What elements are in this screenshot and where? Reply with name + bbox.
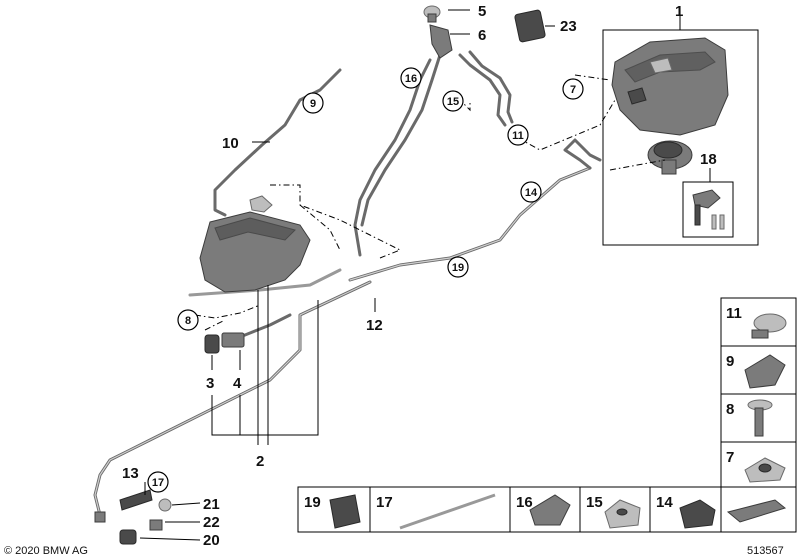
legend-15: 15 [586,494,603,511]
part-1-tank [611,37,729,136]
callout-15: 15 [447,96,459,108]
legend-side: 11 9 8 7 [720,297,797,533]
callout-7: 7 [570,84,576,96]
callout-10: 10 [222,135,239,152]
callout-22: 22 [203,514,220,531]
legend-19: 19 [304,494,321,511]
callout-6: 6 [478,27,486,44]
legend-14: 14 [656,494,673,511]
legend-8: 8 [726,401,734,418]
callout-13: 13 [122,465,139,482]
callout-5: 5 [478,3,486,20]
callout-2: 2 [256,453,264,470]
circled-callouts: 16 15 7 11 9 14 19 8 17 [147,67,584,493]
callout-8: 8 [185,315,191,327]
diagram-number: 513567 [747,545,784,557]
callout-4: 4 [233,375,242,392]
pump [647,140,693,175]
copyright: © 2020 BMW AG [4,545,88,557]
legend-11: 11 [726,305,742,322]
callout-14: 14 [525,187,538,199]
legend-7: 7 [726,449,734,466]
callout-11: 11 [512,130,524,142]
callout-20: 20 [203,532,220,549]
legend-16: 16 [516,494,533,511]
callout-12: 12 [366,317,383,334]
legend-bottom: 19 17 16 15 14 [297,486,722,533]
callout-1: 1 [675,3,683,20]
part-23 [514,9,546,43]
callout-18: 18 [700,151,717,168]
expansion-tank [199,195,311,293]
filler-neck [423,5,453,59]
leader-lines [139,9,711,541]
callout-16: 16 [405,73,417,85]
callout-19: 19 [452,262,464,274]
legend-9: 9 [726,353,734,370]
legend-17: 17 [376,494,393,511]
callout-23: 23 [560,18,577,35]
callout-21: 21 [203,496,220,513]
callout-3: 3 [206,375,214,392]
fuel-lines [93,50,602,517]
dashed-connectors [194,74,666,331]
small-parts-13-22 [94,489,172,545]
callout-17: 17 [152,477,164,489]
part-18-frame [682,181,734,238]
callout-labels: 5 6 23 1 18 10 12 3 4 2 13 21 22 20 [122,3,717,549]
callout-9: 9 [310,98,316,110]
parts-3-4 [204,332,245,354]
part-18-sensor [692,189,725,230]
